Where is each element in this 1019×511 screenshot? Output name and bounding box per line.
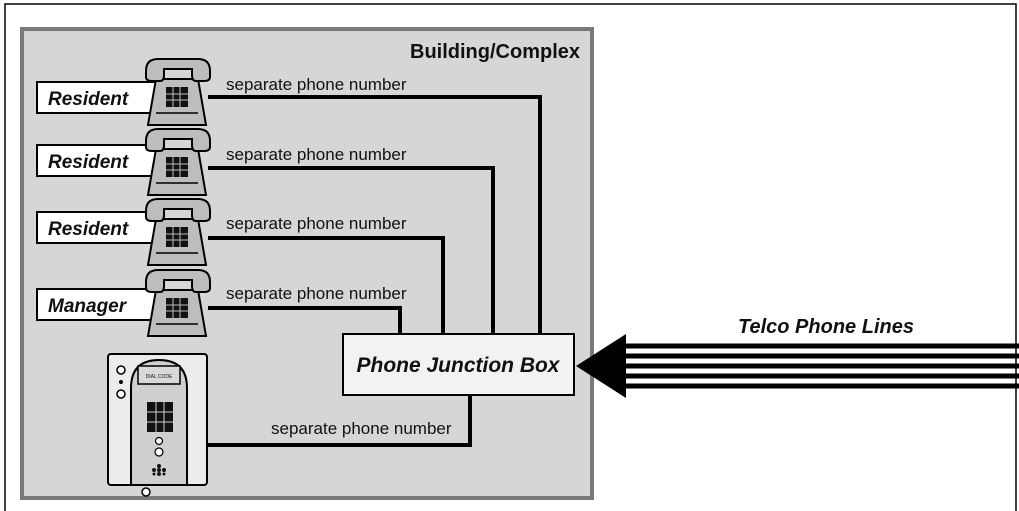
- role-box: [36, 211, 163, 244]
- station-resident-2: Resident: [36, 144, 163, 177]
- junction-box-label: Phone Junction Box: [356, 354, 560, 377]
- station-resident-3: Resident: [36, 211, 163, 244]
- desk-phone-icon: [145, 58, 211, 126]
- desk-phone-icon: [145, 198, 211, 266]
- building-complex-title: Building/Complex: [410, 41, 580, 63]
- station-manager: Manager: [36, 288, 163, 321]
- desk-phone-icon: [145, 269, 211, 337]
- wire-entry-panel: [207, 395, 472, 447]
- line-label-1: separate phone number: [226, 75, 407, 94]
- line-label-2: separate phone number: [226, 145, 407, 164]
- outer-frame: [4, 3, 1017, 511]
- internal-wiring: [207, 95, 542, 447]
- station-resident-1: Resident: [36, 81, 163, 114]
- entry-call-box-icon: DIAL CODE: [107, 353, 208, 497]
- call-box-display: DIAL CODE: [146, 374, 173, 380]
- arrow-left-icon: [576, 334, 626, 398]
- telco-lines: [620, 343, 1019, 389]
- wire-manager: [208, 306, 402, 334]
- wire-resident-1: [208, 95, 542, 334]
- telco-label: Telco Phone Lines: [738, 316, 914, 338]
- keypad-icon: [147, 402, 173, 432]
- role-label: Manager: [48, 296, 128, 317]
- wire-resident-3: [208, 236, 445, 334]
- role-label: Resident: [48, 219, 129, 240]
- line-label-entry: separate phone number: [271, 419, 452, 438]
- wire-resident-2: [208, 166, 495, 334]
- junction-box: [342, 333, 575, 396]
- speaker-grille-icon: [152, 464, 166, 476]
- role-label: Resident: [48, 152, 129, 173]
- role-box: [36, 288, 163, 321]
- desk-phone-icon: [145, 128, 211, 196]
- line-label-3: separate phone number: [226, 214, 407, 233]
- role-label: Resident: [48, 89, 129, 110]
- line-label-4: separate phone number: [226, 284, 407, 303]
